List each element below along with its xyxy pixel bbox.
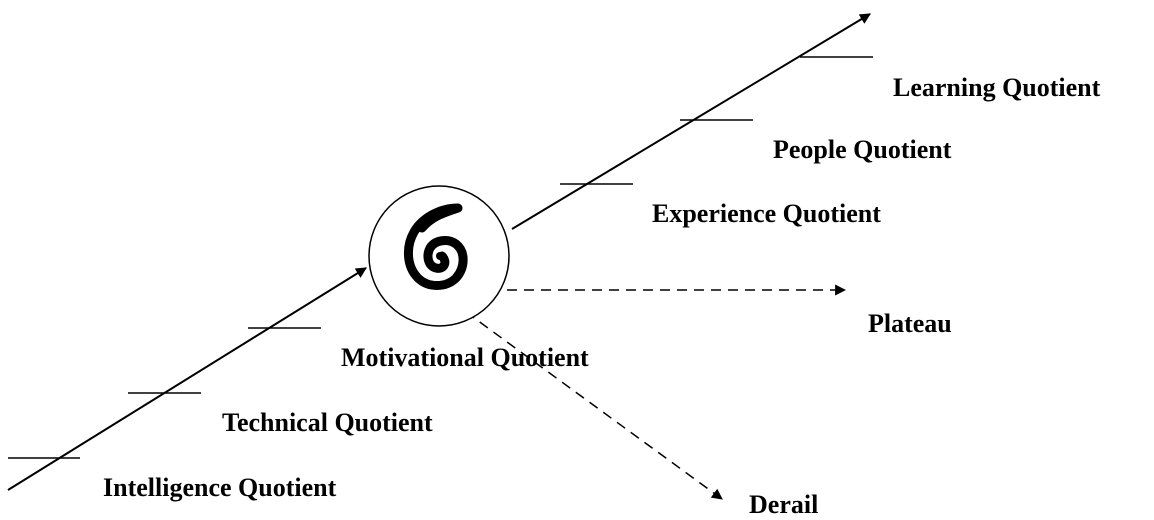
derail-dashed-arrow bbox=[465, 311, 723, 500]
label-learning-quotient: Learning Quotient bbox=[893, 73, 1101, 102]
label-technical-quotient: Technical Quotient bbox=[222, 408, 433, 437]
label-experience-quotient: Experience Quotient bbox=[652, 199, 881, 228]
label-plateau: Plateau bbox=[868, 309, 952, 338]
label-derail: Derail bbox=[749, 490, 818, 519]
upper-growth-arrow bbox=[511, 13, 871, 230]
spiral-icon bbox=[368, 185, 510, 327]
label-intelligence-quotient: Intelligence Quotient bbox=[103, 473, 337, 502]
lower-growth-arrow bbox=[7, 267, 367, 491]
label-motivational-quotient: Motivational Quotient bbox=[341, 343, 589, 372]
label-people-quotient: People Quotient bbox=[773, 135, 952, 164]
